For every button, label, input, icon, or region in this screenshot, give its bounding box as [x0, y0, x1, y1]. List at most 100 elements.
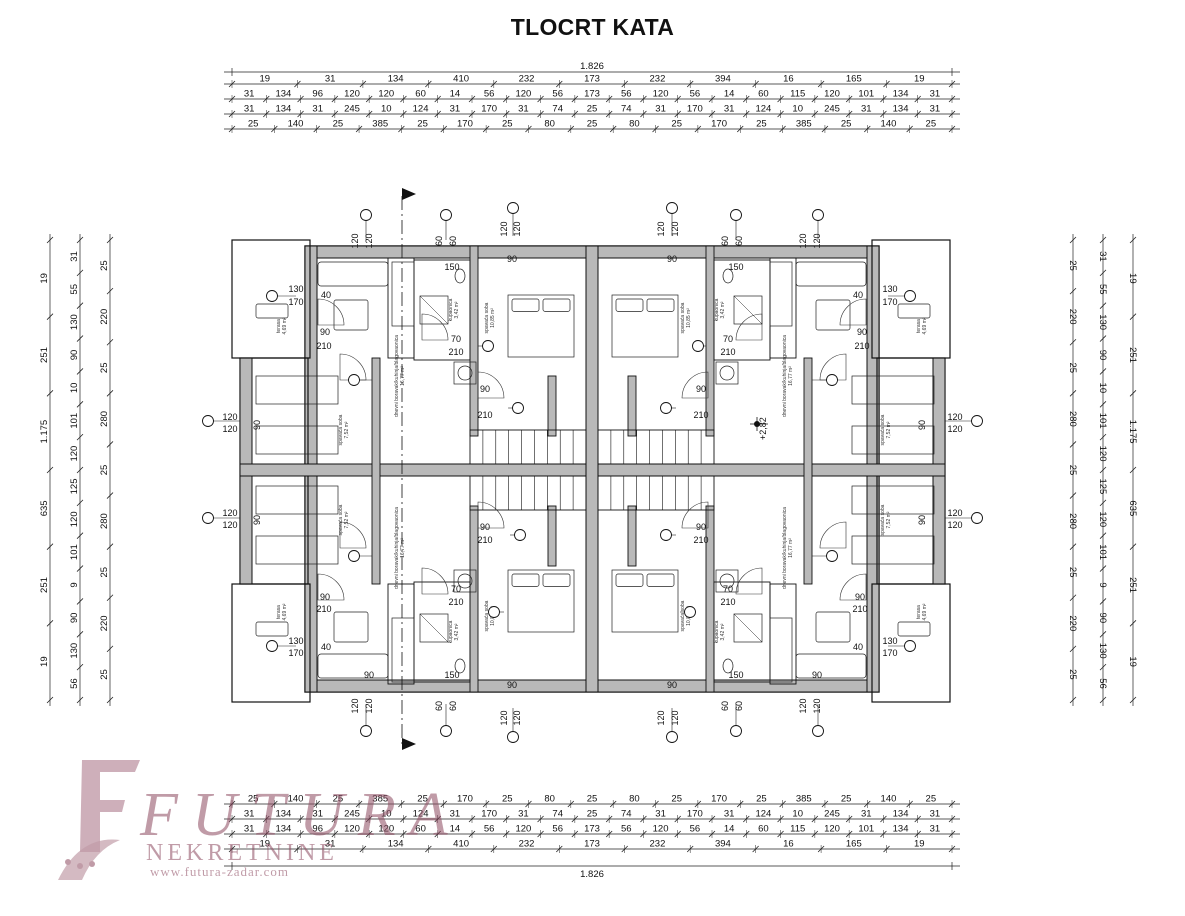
dimension-label: 120	[378, 824, 394, 835]
bed	[611, 294, 679, 358]
opening-label: 130	[882, 636, 897, 646]
window-marker	[348, 550, 360, 562]
dimension-label: 10	[381, 809, 392, 820]
opening-label: 210	[854, 341, 869, 351]
dimension-label: 115	[790, 824, 805, 835]
dimension-label: 9	[69, 582, 80, 587]
dimension-tick	[76, 631, 84, 638]
dimension-tick	[76, 302, 84, 309]
pillow	[511, 298, 540, 312]
dimension-label: 134	[275, 824, 291, 835]
opening-label: 90	[696, 384, 706, 394]
opening-label: 120	[947, 412, 962, 422]
dimension-tick	[106, 338, 114, 346]
room-area: 3,42 m²	[454, 301, 460, 318]
room-name: terasa	[276, 319, 282, 333]
dimension-label: 25	[502, 119, 513, 130]
dimension-label: 90	[69, 350, 80, 361]
dimension-label: 410	[453, 74, 469, 85]
dimension-label: 31	[244, 89, 255, 100]
dimension-label: 25	[926, 794, 937, 805]
door-swing	[477, 371, 505, 399]
opening-label: 120	[364, 698, 374, 713]
toilet	[722, 268, 734, 284]
opening-label: 60	[734, 701, 744, 711]
dimension-label: 170	[457, 794, 473, 805]
dimension-label: 25	[841, 794, 852, 805]
room-area: 4,69 m²	[922, 317, 928, 334]
dimension-label: 96	[312, 89, 323, 100]
dimension-label: 90	[1097, 350, 1108, 361]
washing-machine	[453, 569, 477, 593]
dimension-label: 31	[930, 809, 941, 820]
dimension-label: 120	[1097, 446, 1108, 462]
opening-label: 70	[451, 584, 461, 594]
dimension-label: 165	[846, 74, 862, 85]
dimension-tick	[46, 236, 54, 244]
opening-label: 150	[444, 262, 459, 272]
toilet	[722, 658, 734, 674]
dimension-label: 25	[99, 567, 110, 578]
dimension-tick	[46, 466, 54, 474]
opening-label: 170	[288, 648, 303, 658]
kitchen-counter	[391, 261, 415, 327]
dimension-tick	[106, 390, 114, 397]
dimension-label: 220	[1067, 309, 1078, 325]
room-name: spavaća soba	[680, 600, 686, 631]
partition-wall	[547, 505, 557, 567]
opening-label: 120	[947, 424, 962, 434]
dimension-tick	[1099, 335, 1107, 342]
watermark-subtitle: NEKRETNINE	[146, 840, 338, 866]
dimension-label: 410	[453, 839, 469, 850]
dimension-label: 60	[415, 824, 426, 835]
opening-label: 60	[448, 236, 458, 246]
party-wall	[585, 245, 599, 693]
window-marker	[730, 209, 742, 221]
dimension-label: 19	[914, 74, 925, 85]
dimension-label: 130	[69, 643, 80, 659]
dimension-label: 251	[1127, 347, 1138, 363]
dimension-tick	[76, 433, 84, 441]
single-bed	[851, 485, 935, 515]
dimension-label: 74	[552, 104, 563, 115]
opening-label: 90	[917, 515, 927, 525]
bed	[507, 569, 575, 633]
dimension-label: 25	[671, 119, 682, 130]
dimension-label: 14	[724, 89, 735, 100]
dining-table	[815, 611, 851, 643]
opening-label: 210	[477, 410, 492, 420]
opening-label: 210	[693, 535, 708, 545]
dimension-label: 635	[39, 500, 50, 516]
dimension-tick	[1099, 401, 1107, 408]
dimension-label: 56	[1097, 678, 1108, 689]
dimension-tick	[1129, 390, 1137, 397]
single-bed	[255, 425, 339, 455]
washing-machine	[715, 569, 739, 593]
dimension-label: 125	[1097, 478, 1108, 494]
dimension-tick	[1099, 565, 1107, 572]
terrace-planter	[897, 621, 931, 637]
dimension-label: 25	[587, 104, 598, 115]
single-bed	[255, 485, 339, 515]
window-marker	[684, 606, 696, 618]
dimension-label: 130	[1097, 314, 1108, 330]
sofa	[795, 261, 867, 287]
room-name: terasa	[916, 605, 922, 619]
window-marker	[440, 725, 452, 737]
dimension-tick	[1099, 236, 1107, 244]
staircase	[469, 475, 587, 511]
dimension-tick	[106, 287, 114, 295]
dimension-label: 220	[99, 615, 110, 631]
dimension-tick	[1069, 543, 1077, 550]
dimension-tick	[1129, 236, 1137, 244]
dimension-label: 25	[333, 119, 344, 130]
bed	[507, 294, 575, 358]
dimension-label: 31	[724, 104, 735, 115]
opening-label: 210	[720, 597, 735, 607]
opening-label: 60	[734, 236, 744, 246]
dimension-tick	[46, 390, 54, 397]
dimension-label: 31	[1097, 251, 1108, 262]
staircase	[597, 475, 715, 511]
door-swing	[477, 501, 505, 529]
